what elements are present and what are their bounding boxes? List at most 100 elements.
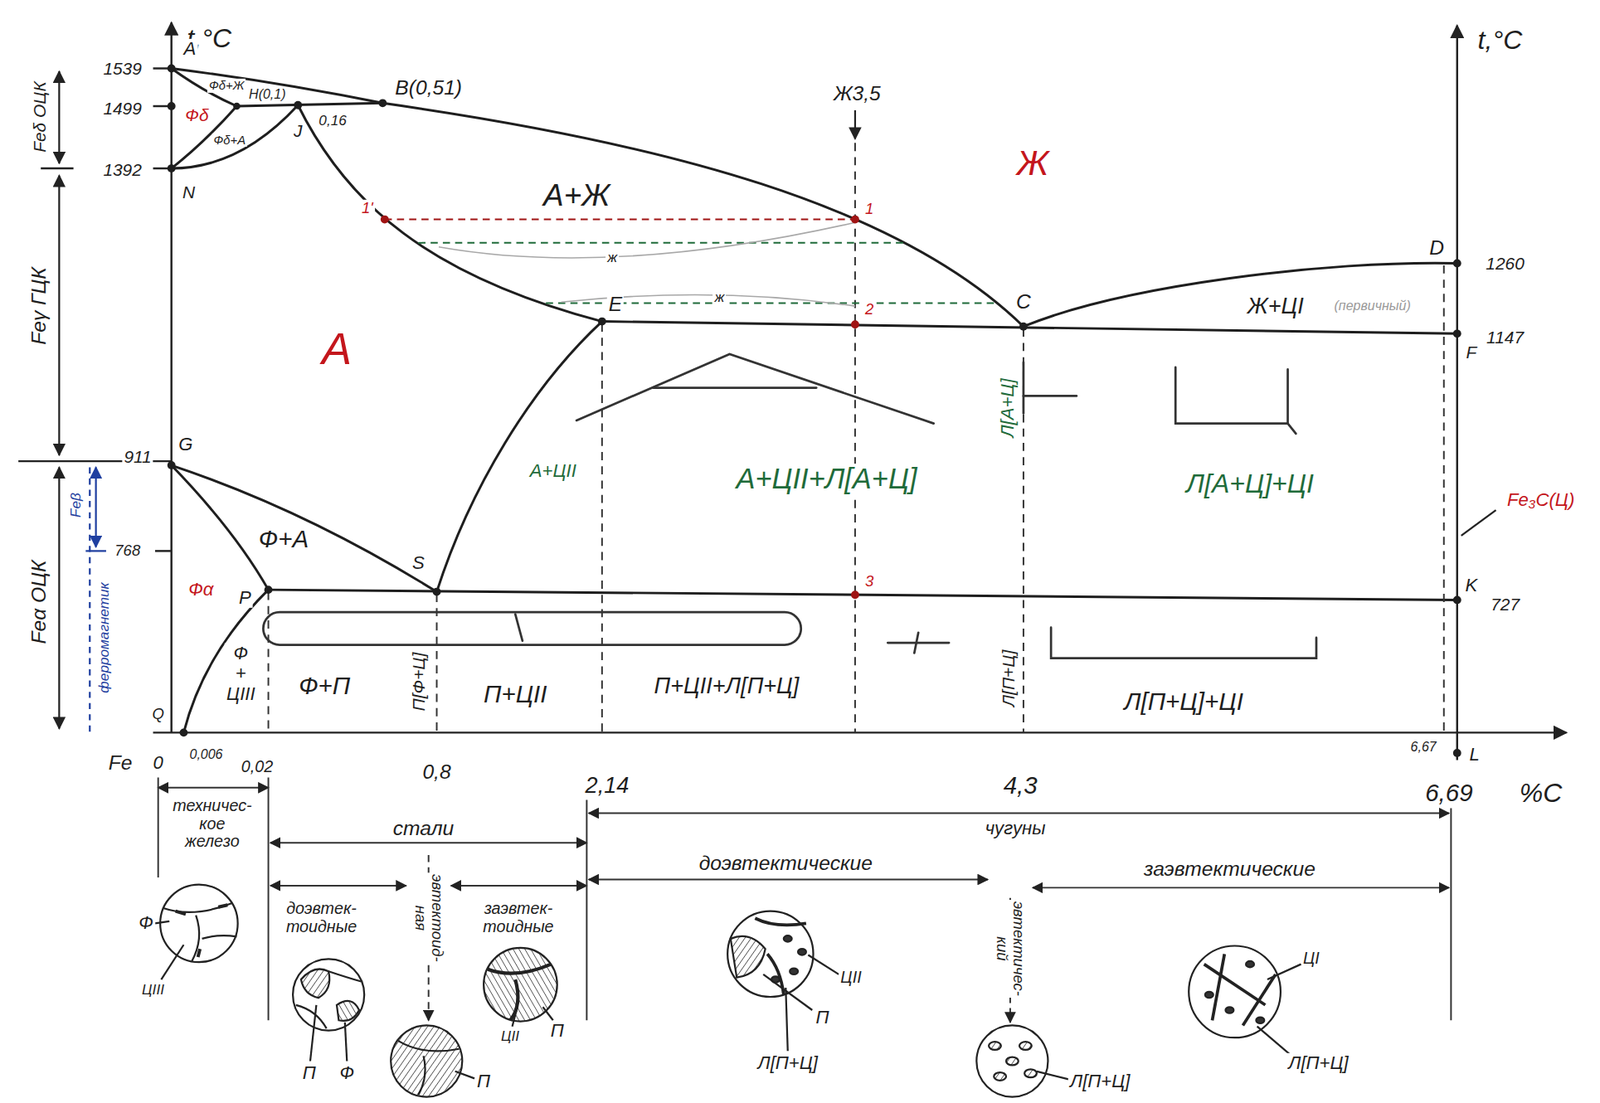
phase-label: Л[A+Ц] <box>997 377 1018 440</box>
microstructure <box>310 1005 317 1062</box>
point-label: 3 <box>863 573 876 590</box>
phase-boundary <box>171 465 438 593</box>
structure-callout: ЦIII <box>140 982 166 998</box>
temperature-tick: 1147 <box>1484 326 1526 346</box>
lattice-label: Feγ ГЦК <box>27 265 50 347</box>
point-dot <box>598 317 607 326</box>
point-dot <box>167 64 1462 758</box>
microstructure <box>345 1022 347 1062</box>
class-label: стали <box>391 817 456 840</box>
phase-label: Ф+A <box>257 525 311 552</box>
phase-boundary <box>297 105 603 322</box>
phase-label: Л[П+Ц] <box>998 648 1018 709</box>
temperature-tick: 1260 <box>1483 253 1526 273</box>
microstructure <box>797 948 807 955</box>
structure-callout: Л[П+Ц] <box>1286 1053 1350 1074</box>
microstructure <box>1024 1069 1037 1078</box>
microstructure <box>789 968 798 975</box>
microstructure <box>202 935 238 939</box>
microstructure <box>296 1005 327 1029</box>
range-bracket <box>58 467 60 730</box>
point-label: A <box>181 38 198 59</box>
point-label: F <box>1464 342 1479 362</box>
cooling-sketch <box>1022 362 1026 414</box>
phase-label: Фδ+Ж <box>207 78 246 93</box>
dimension-arrow <box>270 841 587 844</box>
structure-callout: ЦII <box>499 1027 521 1044</box>
point-dot <box>167 164 176 173</box>
dashed-guide <box>267 592 270 734</box>
axis-tick: 4,3 <box>1001 772 1040 799</box>
point-label: J <box>291 121 304 141</box>
structure-callout: Л[П+Ц] <box>1068 1071 1132 1092</box>
microstructure <box>1036 1071 1070 1080</box>
dashed-guide <box>1443 265 1445 733</box>
microstructure <box>155 921 170 924</box>
phase-label: Л[A+Ц]+ЦI <box>1184 470 1316 500</box>
point-label: S <box>410 553 427 574</box>
phase-label: Ж+ЦI <box>1245 293 1306 319</box>
temperature-tick: 1499 <box>101 98 143 118</box>
axis-tick: 0,8 <box>420 761 453 784</box>
microstructure <box>160 885 238 963</box>
magnetic-label: ферромагнетик <box>96 580 112 695</box>
phase-label: Fe₃C(Ц) <box>1505 490 1576 511</box>
point-dot <box>851 320 860 329</box>
class-label: техничес- кое железо <box>170 797 253 852</box>
microstructure <box>1205 992 1214 998</box>
alloy-marker: Ж3,5 <box>831 82 883 106</box>
microstructure <box>785 987 788 1051</box>
lattice-label: Feδ ОЦК <box>29 80 49 156</box>
axes <box>1456 25 1459 761</box>
microstructure <box>1204 964 1266 1006</box>
class-label: доэвтек- тоидные <box>284 900 359 937</box>
microstructure <box>398 1040 460 1052</box>
phase-label: А <box>320 324 354 375</box>
microstructure <box>160 944 184 980</box>
microstructure <box>1188 945 1281 1038</box>
cooling-sketch <box>914 632 919 654</box>
phase-mark: ж <box>712 289 726 306</box>
microstructure <box>783 935 793 942</box>
point-label: Q <box>150 705 166 723</box>
point-dot <box>378 98 387 107</box>
point-dot <box>1453 596 1462 605</box>
temperature-tick: 911 <box>121 446 153 466</box>
axis-tick: 6,69 <box>1423 779 1474 807</box>
microstructure <box>542 1006 553 1021</box>
microstructure <box>767 953 784 995</box>
microstructure <box>1242 974 1275 1027</box>
magnetic-range <box>85 549 107 552</box>
point-dot <box>233 102 241 111</box>
microstructure <box>727 911 813 997</box>
microstructure <box>730 936 766 978</box>
tie-line <box>384 218 856 221</box>
cooling-sketch <box>1023 394 1077 398</box>
microstructure <box>1212 953 1226 1021</box>
dashed-guide <box>601 323 604 733</box>
point-dot <box>851 215 860 224</box>
microstructure <box>1245 961 1255 968</box>
cooling-sketch <box>576 354 934 424</box>
cooling-sketch <box>1050 627 1317 659</box>
phase-boundary <box>183 589 268 733</box>
tie-line <box>561 294 856 307</box>
point-label: P <box>237 588 253 608</box>
axis-tick: 0,02 <box>239 758 275 777</box>
range-bracket <box>58 175 60 456</box>
structure-callout: Л[П+Ц] <box>756 1053 820 1074</box>
phase-label: Ф+П <box>296 671 352 699</box>
axis-title: %C <box>1517 779 1565 809</box>
dimension-arrow <box>267 777 270 1021</box>
axes <box>40 167 73 170</box>
cooling-sketch <box>1175 367 1288 424</box>
cooling-sketch <box>1288 423 1297 434</box>
phase-label: П+ЦII <box>481 680 549 707</box>
phase-boundary <box>1023 262 1458 327</box>
point-label: K <box>1463 575 1480 596</box>
point-dot <box>293 101 302 110</box>
structure-callout: ЦII <box>838 968 863 988</box>
point-dot <box>1453 329 1462 338</box>
